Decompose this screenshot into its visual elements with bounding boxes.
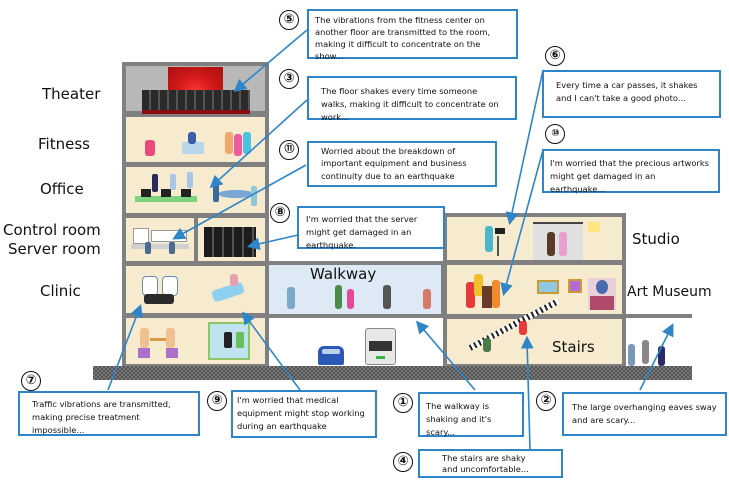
truck: [365, 328, 396, 365]
callout-9-number: ⑨: [207, 391, 227, 411]
theater-label: Theater: [42, 85, 101, 103]
callout-11-number: ⑪: [279, 140, 299, 160]
callout-2: The large overhanging eaves sway and are…: [562, 392, 727, 436]
stairs-person: [519, 321, 527, 335]
walkway-label: Walkway: [310, 265, 377, 283]
fitness-people: [140, 128, 255, 158]
office-label: Office: [40, 180, 84, 198]
studio-backdrop: [533, 222, 583, 260]
callout-6-number: ⑥: [545, 46, 565, 66]
car: [318, 346, 344, 365]
theater-curtain: [168, 67, 223, 93]
server-room-label: Server room: [8, 240, 101, 258]
callout-3: The floor shakes every time someone walk…: [307, 76, 517, 122]
clinic-label: Clinic: [40, 282, 81, 300]
ground: [93, 366, 692, 380]
callout-7-number: ⑦: [21, 371, 41, 391]
museum-painting-1: [537, 280, 559, 294]
studio-photographer: [485, 222, 507, 258]
server-racks: [204, 227, 256, 257]
clinic-consultation: [140, 272, 180, 310]
callout-7: Traffic vibrations are transmitted, maki…: [18, 391, 200, 436]
callout-4-number: ④: [393, 452, 413, 472]
walkway-pedestrians: [285, 283, 435, 313]
cafe-shop-window: [208, 322, 250, 360]
cafe-couple: [138, 324, 178, 360]
stairs-person-2: [483, 338, 491, 352]
control-room-label: Control room: [3, 221, 101, 239]
callout-1-number: ①: [393, 393, 413, 413]
callout-4: The stairs are shaky and uncomfortable..…: [418, 449, 563, 478]
callout-10: I'm worried that the precious artworks m…: [542, 149, 720, 194]
callout-3-number: ③: [279, 69, 299, 89]
fitness-label: Fitness: [38, 135, 90, 153]
callout-10-number: ⑩: [545, 124, 565, 144]
stairs-label: Stairs: [552, 338, 595, 356]
walkway-room: [269, 265, 441, 314]
studio-label: Studio: [632, 230, 680, 248]
office-people: [135, 172, 260, 210]
callout-8-number: ⑧: [270, 203, 290, 223]
callout-5: The vibrations from the fitness center o…: [307, 9, 518, 61]
callout-9: I'm worried that medical equipment might…: [231, 390, 377, 438]
eaves: [622, 314, 692, 318]
museum-painting-2: [568, 279, 582, 293]
studio-light: [588, 222, 600, 232]
callout-5-number: ⑤: [279, 10, 299, 30]
museum-visitors: [466, 272, 502, 312]
callout-6: Every time a car passes, it shakes and I…: [542, 70, 721, 118]
control-consoles: [131, 228, 189, 256]
callout-11: Worried about the breakdown of important…: [307, 141, 497, 187]
outdoor-businessmen: [628, 340, 673, 366]
theater-audience: [142, 90, 250, 114]
callout-1: The walkway is shaking and it's scary...: [418, 392, 524, 437]
callout-2-number: ②: [536, 391, 556, 411]
art-museum-label: Art Museum: [627, 284, 712, 300]
museum-vase: [588, 278, 616, 310]
clinic-dental-chair: [208, 272, 248, 310]
callout-8: I'm worried that the server might get da…: [297, 206, 445, 250]
